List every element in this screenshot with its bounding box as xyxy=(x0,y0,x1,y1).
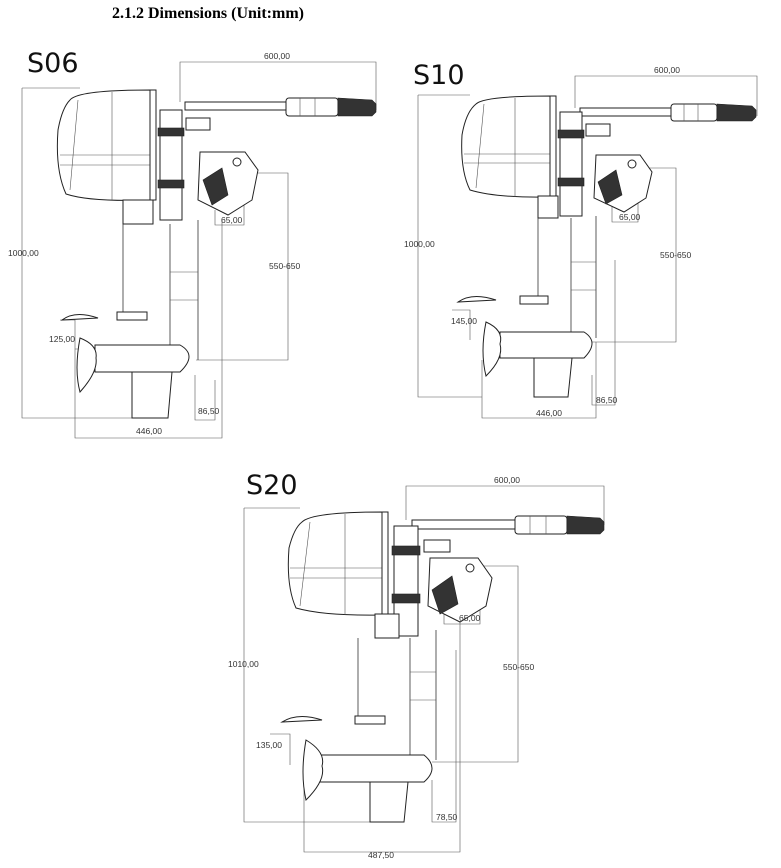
lower-unit-s06 xyxy=(60,311,190,419)
dim-overall-length-s06: 446,00 xyxy=(136,426,162,436)
dim-overall-length-s20: 487,50 xyxy=(368,850,394,860)
dim-total-height-s10: 1000,00 xyxy=(404,239,435,249)
page-heading: 2.1.2 Dimensions (Unit:mm) xyxy=(112,5,304,22)
dim-bracket-width-s06: 65,00 xyxy=(221,215,243,225)
tiller-s20 xyxy=(411,515,605,535)
model-label-s10: S10 xyxy=(413,60,465,91)
dimension-lines-s10 xyxy=(417,75,758,419)
dim-total-height-s20: 1010,00 xyxy=(228,659,259,669)
model-label-s06: S06 xyxy=(27,48,79,79)
dim-transom-offset-s06: 86,50 xyxy=(198,406,220,416)
motor-head-s06 xyxy=(56,89,157,201)
dim-tiller-length-s20: 600,00 xyxy=(494,475,520,485)
dim-shaft-depth-s06: 550-650 xyxy=(269,261,300,271)
dim-tiller-length-s10: 600,00 xyxy=(654,65,680,75)
dim-bracket-width-s10: 65,00 xyxy=(619,212,641,222)
model-label-s20: S20 xyxy=(246,470,298,501)
tiller-s10 xyxy=(579,103,757,122)
dim-transom-offset-s10: 86,50 xyxy=(596,395,618,405)
dim-tiller-length-s06: 600,00 xyxy=(264,51,290,61)
dim-fin-depth-s06: 125,00 xyxy=(49,334,75,344)
dim-fin-depth-s20: 135,00 xyxy=(256,740,282,750)
transom-bracket-s20 xyxy=(374,525,493,639)
lower-unit-s20 xyxy=(280,715,433,823)
shaft-s20 xyxy=(357,630,437,760)
dim-total-height-s06: 1000,00 xyxy=(8,248,39,258)
dim-overall-length-s10: 446,00 xyxy=(536,408,562,418)
transom-bracket-s06 xyxy=(122,109,259,225)
shaft-s10 xyxy=(537,216,597,338)
dim-bracket-width-s20: 65,00 xyxy=(459,613,481,623)
shaft-s06 xyxy=(122,220,199,360)
dim-transom-offset-s20: 78,50 xyxy=(436,812,458,822)
lower-unit-s10 xyxy=(456,295,593,398)
tiller-s06 xyxy=(184,97,377,117)
motor-head-s20 xyxy=(287,511,389,616)
dim-fin-depth-s10: 145,00 xyxy=(451,316,477,326)
dim-shaft-depth-s20: 550-650 xyxy=(503,662,534,672)
dim-shaft-depth-s10: 550-650 xyxy=(660,250,691,260)
transom-bracket-s10 xyxy=(537,111,653,219)
dimension-lines-s06 xyxy=(21,61,377,439)
